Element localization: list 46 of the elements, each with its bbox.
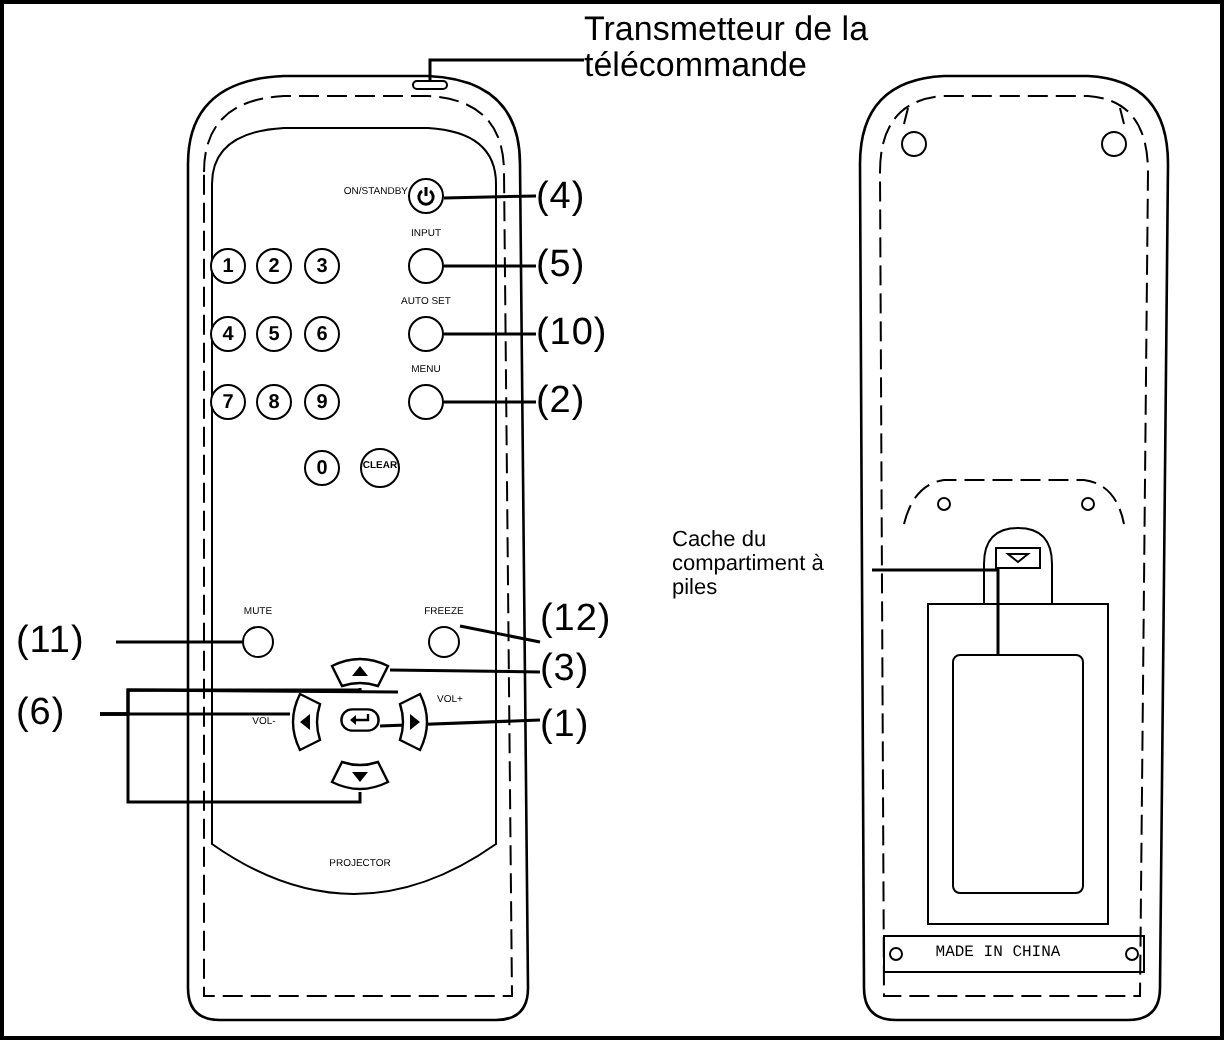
leader-line: [872, 568, 1000, 654]
callout-text: Cache du compartiment à piles: [672, 520, 872, 608]
callout-number: (10): [536, 312, 640, 356]
round-button: [428, 626, 460, 658]
round-button: [408, 316, 444, 352]
round-button: [242, 626, 274, 658]
leader-line: [443, 194, 537, 200]
number-button: 0: [304, 450, 340, 486]
callout-number: (4): [536, 176, 620, 220]
number-button: 6: [304, 316, 340, 352]
transmitter-window: [412, 80, 448, 90]
leader-line: [459, 624, 541, 644]
leader-line: [444, 264, 536, 268]
callout-number: (6): [16, 692, 100, 736]
up-arrow-button: [330, 656, 390, 688]
leader-line: [100, 712, 362, 804]
leader-line: [444, 332, 536, 336]
callout-number: (2): [536, 380, 620, 424]
number-button: 8: [256, 384, 292, 420]
power-button: [408, 178, 444, 214]
round-button: [408, 384, 444, 420]
leader-line: [444, 400, 536, 404]
leader-line: [379, 718, 541, 728]
leader-line: [389, 668, 541, 674]
down-arrow-button: [330, 760, 390, 792]
number-button: 3: [304, 248, 340, 284]
number-button: 1: [210, 248, 246, 284]
callout-number: (3): [540, 648, 624, 692]
callout-number: (11): [16, 620, 116, 664]
callout-number: (1): [540, 704, 624, 748]
number-button: 7: [210, 384, 246, 420]
left-arrow-button: [290, 692, 322, 752]
battery-cover-panel: [952, 654, 1084, 894]
callout-number: (5): [536, 244, 620, 288]
leader-line: [428, 58, 584, 80]
callout-text: Transmetteur de la télécommande: [584, 10, 964, 86]
enter-button: [340, 708, 380, 732]
callout-number: (12): [540, 598, 644, 642]
number-button: 4: [210, 316, 246, 352]
round-button: [408, 248, 444, 284]
origin-label: MADE IN CHINA: [933, 946, 1063, 962]
number-button: 5: [256, 316, 292, 352]
number-button: 9: [304, 384, 340, 420]
number-button: 2: [256, 248, 292, 284]
leader-line: [116, 640, 242, 644]
right-arrow-button: [398, 692, 430, 752]
